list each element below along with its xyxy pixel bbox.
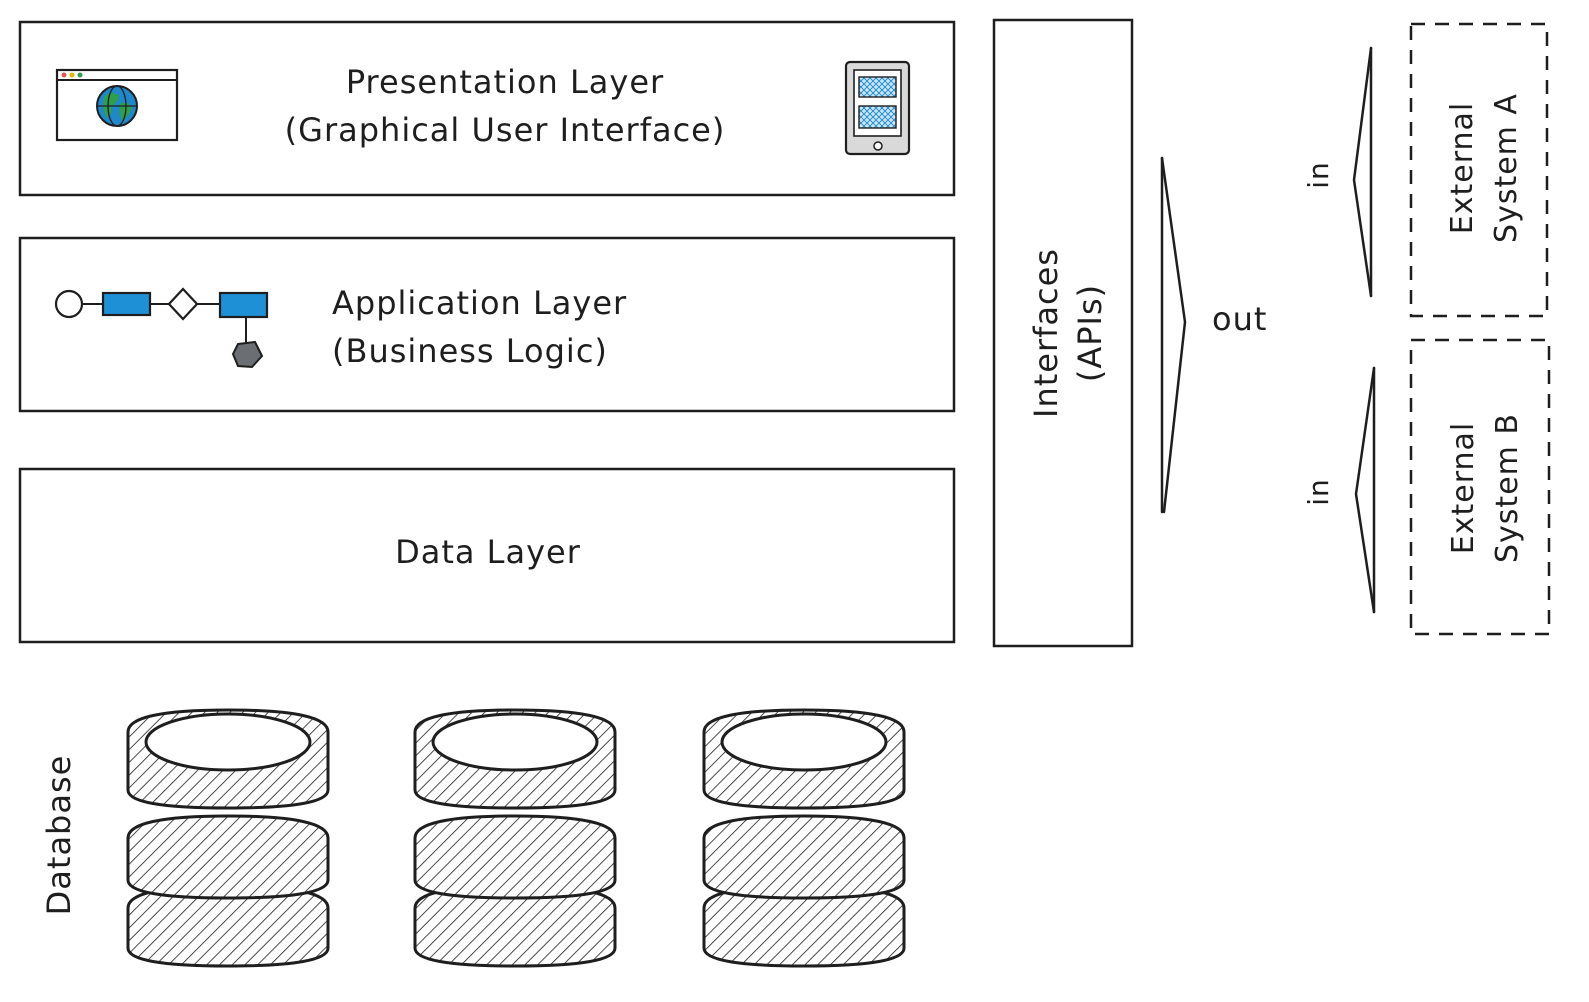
database-cylinder-icon: [702, 708, 906, 968]
database-cylinder-icon: [413, 708, 617, 968]
external-system-a-line1: External: [1445, 102, 1480, 234]
presentation-layer-title: Presentation Layer: [346, 63, 664, 101]
data-layer: Data Layer: [18, 467, 956, 644]
external-system-b-line2: System B: [1490, 413, 1525, 563]
in-label-b: in: [1302, 478, 1335, 506]
process-flow-icon: [54, 287, 269, 369]
external-system-b: External System B: [1409, 338, 1551, 636]
presentation-layer: Presentation Layer (Graphical User Inter…: [18, 20, 956, 197]
interfaces-subtitle: (APIs): [1071, 284, 1109, 382]
application-layer-title: Application Layer: [332, 284, 627, 322]
in-flow-b: in: [1302, 366, 1376, 614]
interfaces-box: Interfaces (APIs): [992, 18, 1134, 648]
interfaces-title: Interfaces: [1027, 248, 1065, 418]
tablet-icon: [844, 60, 911, 156]
external-system-b-line1: External: [1446, 422, 1481, 554]
out-flow: out: [1160, 156, 1267, 514]
data-layer-title: Data Layer: [395, 533, 581, 571]
database-label: Database: [40, 755, 78, 916]
external-system-a: External System A: [1409, 22, 1549, 318]
in-flow-a: in: [1302, 46, 1373, 298]
external-system-a-line2: System A: [1489, 93, 1524, 243]
application-layer: Application Layer (Business Logic): [18, 236, 956, 413]
application-layer-subtitle: (Business Logic): [332, 332, 608, 370]
browser-globe-icon: [55, 68, 179, 142]
out-label: out: [1212, 300, 1267, 338]
presentation-layer-subtitle: (Graphical User Interface): [285, 111, 726, 149]
database-cylinder-icon: [126, 708, 330, 968]
in-label-a: in: [1302, 161, 1335, 189]
database-group: [126, 708, 906, 968]
